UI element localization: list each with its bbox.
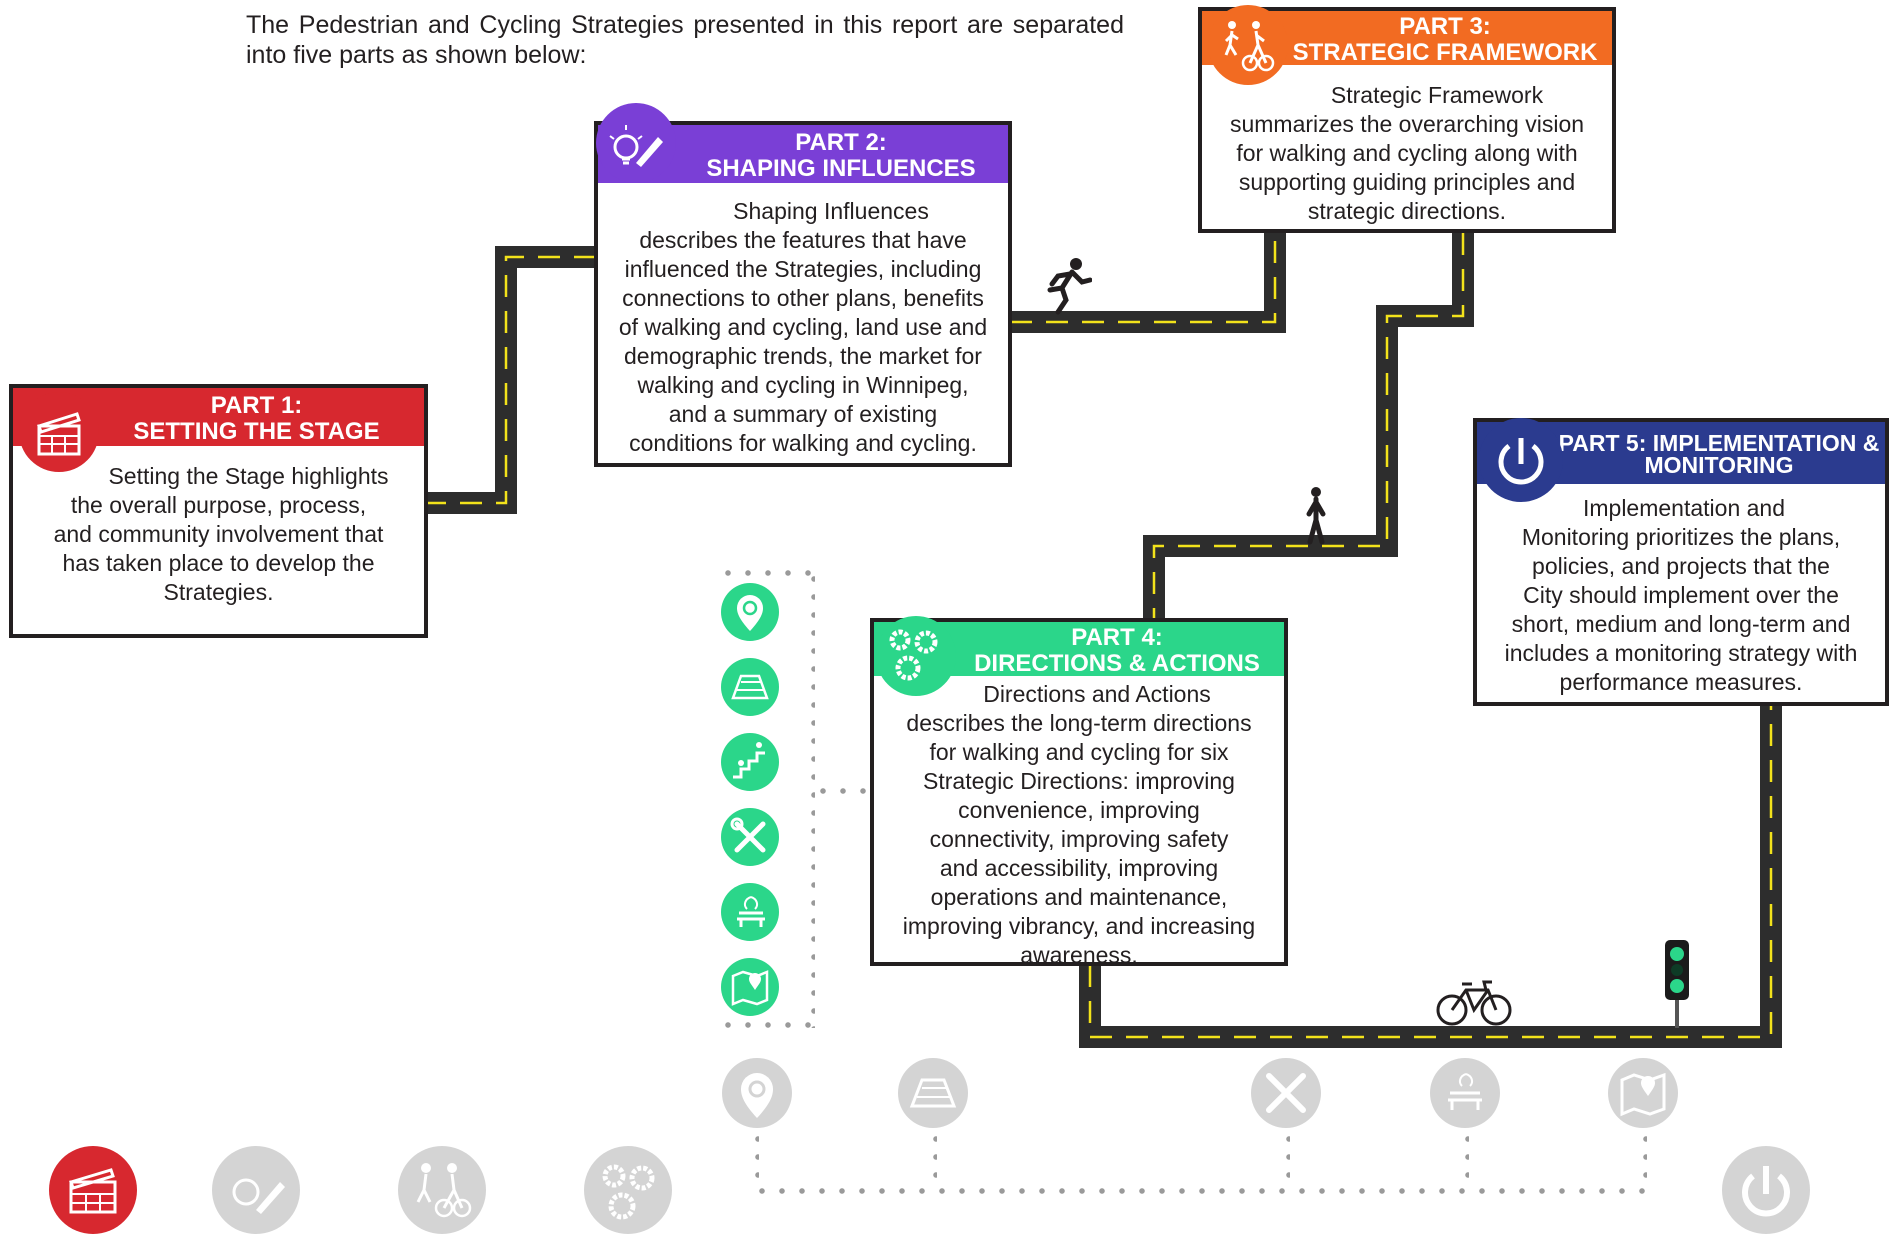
part5-label: PART 5: IMPLEMENTATION & <box>1558 430 1880 456</box>
nav-lightbulb-pencil-icon[interactable] <box>212 1146 300 1234</box>
nav-location-pin-arrows-icon[interactable] <box>722 1058 792 1128</box>
part4-body: Directions and Actions describes the lon… <box>874 680 1284 970</box>
bottom-nav-dots <box>752 1188 1650 1194</box>
icon-column-dots-top <box>718 570 816 576</box>
part5-body-line: short, medium and long-term and <box>1511 611 1851 637</box>
icon-column-dots-right <box>811 570 815 1028</box>
nav-gears-icon[interactable] <box>584 1146 672 1234</box>
part4-card[interactable]: PART 4: DIRECTIONS & ACTIONS Directions … <box>870 616 1288 968</box>
part2-card[interactable]: PART 2: SHAPING INFLUENCES Shaping Influ… <box>594 103 1012 467</box>
part3-body-line: summarizes the overarching vision <box>1229 111 1585 137</box>
bicycle-icon <box>1436 980 1512 1026</box>
part3-body-line: Strategic Framework <box>1330 82 1544 108</box>
part4-body-line: operations and maintenance, <box>930 884 1228 910</box>
part2-body: Shaping Influences describes the feature… <box>598 197 1008 458</box>
path-icon[interactable] <box>721 658 779 716</box>
map-pin-icon[interactable] <box>721 958 779 1016</box>
part3-label: PART 3: <box>1399 13 1491 40</box>
power-icon <box>1479 418 1563 502</box>
nav-park-bench-icon[interactable] <box>1430 1058 1500 1128</box>
part5-body-line: Monitoring prioritizes the plans, <box>1521 524 1841 550</box>
part1-label: PART 1: <box>210 392 303 419</box>
part2-body-line: connections to other plans, benefits <box>622 285 984 311</box>
location-pin-arrows-icon[interactable] <box>721 583 779 641</box>
part2-body-line: demographic trends, the market for <box>624 343 982 369</box>
part2-body-line: of walking and cycling, land use and <box>618 314 988 340</box>
part4-body-line: convenience, improving <box>958 797 1200 823</box>
part4-body-line: awareness. <box>1020 942 1138 968</box>
bottom-nav-dots-3 <box>1286 1130 1290 1188</box>
part3-card[interactable]: PART 3: STRATEGIC FRAMEWORK Strategic Fr… <box>1198 5 1616 233</box>
bottom-nav-dots-1 <box>755 1130 759 1188</box>
icon-column-connector <box>813 788 873 794</box>
part1-body-line: Strategies. <box>163 579 274 605</box>
clapperboard-icon <box>19 392 99 472</box>
part4-body-line: describes the long-term directions <box>906 710 1252 736</box>
part5-title: MONITORING <box>1644 452 1794 478</box>
part1-title: SETTING THE STAGE <box>133 418 380 445</box>
wrench-screwdriver-icon[interactable] <box>721 808 779 866</box>
part1-body-line: and community involvement that <box>53 521 384 547</box>
bottom-nav-dots-2 <box>933 1130 937 1188</box>
part4-body-line: Strategic Directions: improving <box>923 768 1235 794</box>
part2-body-line: conditions for walking and cycling. <box>629 430 977 456</box>
part1-body-line: the overall purpose, process, <box>70 492 367 518</box>
traffic-light-icon <box>1665 940 1689 1028</box>
part4-body-line: connectivity, improving safety <box>929 826 1229 852</box>
nav-map-pin-icon[interactable] <box>1608 1058 1678 1128</box>
part4-body-line: Directions and Actions <box>983 681 1211 707</box>
part2-body-line: influenced the Strategies, including <box>624 256 982 282</box>
part4-body-line: improving vibrancy, and increasing <box>902 913 1256 939</box>
icon-column-dots-bottom <box>718 1022 816 1028</box>
part4-body-line: and accessibility, improving <box>939 855 1219 881</box>
accessibility-stairs-icon[interactable] <box>721 733 779 791</box>
runner-icon <box>1047 258 1092 315</box>
nav-clapperboard-icon[interactable] <box>49 1146 137 1234</box>
part1-body-line: has taken place to develop the <box>62 550 375 576</box>
part3-body-line: for walking and cycling along with <box>1236 140 1578 166</box>
intro-text: The Pedestrian and Cycling Strategies pr… <box>246 11 1124 69</box>
part3-body: Strategic Framework summarizes the overa… <box>1202 81 1612 226</box>
part4-label: PART 4: <box>1071 624 1163 651</box>
lightbulb-pencil-icon <box>596 103 676 183</box>
part5-body-line: Implementation and <box>1582 495 1785 521</box>
part2-body-line: and a summary of existing <box>668 401 938 427</box>
gears-icon <box>876 616 956 696</box>
nav-power-icon[interactable] <box>1722 1146 1810 1234</box>
part4-title: DIRECTIONS & ACTIONS <box>974 650 1260 677</box>
bottom-nav-dots-4 <box>1465 1130 1469 1188</box>
part2-title: SHAPING INFLUENCES <box>706 155 976 182</box>
part5-body-line: policies, and projects that the <box>1532 553 1830 579</box>
park-bench-icon[interactable] <box>721 883 779 941</box>
part2-body-line: Shaping Influences <box>733 198 929 224</box>
nav-wrench-screwdriver-icon[interactable] <box>1251 1058 1321 1128</box>
part2-body-line: walking and cycling in Winnipeg, <box>637 372 969 398</box>
part5-body-line: City should implement over the <box>1523 582 1839 608</box>
pedestrian-cyclist-icon <box>1208 5 1288 85</box>
part5-body-line: includes a monitoring strategy with <box>1504 640 1858 666</box>
part5-body-line: performance measures. <box>1559 669 1803 695</box>
part3-body-line: supporting guiding principles and <box>1238 169 1576 195</box>
nav-path-icon[interactable] <box>898 1058 968 1128</box>
part1-card[interactable]: PART 1: SETTING THE STAGE Setting the St… <box>9 384 428 638</box>
part5-body: Implementation and Monitoring prioritize… <box>1477 494 1885 697</box>
nav-pedestrian-cyclist-icon[interactable] <box>398 1146 486 1234</box>
bottom-nav-dots-5 <box>1643 1130 1647 1188</box>
part1-body: Setting the Stage highlights the overall… <box>13 462 424 607</box>
part4-body-line: for walking and cycling for six <box>929 739 1229 765</box>
part2-body-line: describes the features that have <box>639 227 967 253</box>
part1-body-line: Setting the Stage highlights <box>108 463 389 489</box>
part3-body-line: strategic directions. <box>1307 198 1507 224</box>
part3-title: STRATEGIC FRAMEWORK <box>1292 39 1598 66</box>
part5-card[interactable]: PART 5: IMPLEMENTATION & MONITORING Impl… <box>1473 418 1889 706</box>
part2-label: PART 2: <box>795 129 887 156</box>
walker-icon <box>1306 487 1326 545</box>
